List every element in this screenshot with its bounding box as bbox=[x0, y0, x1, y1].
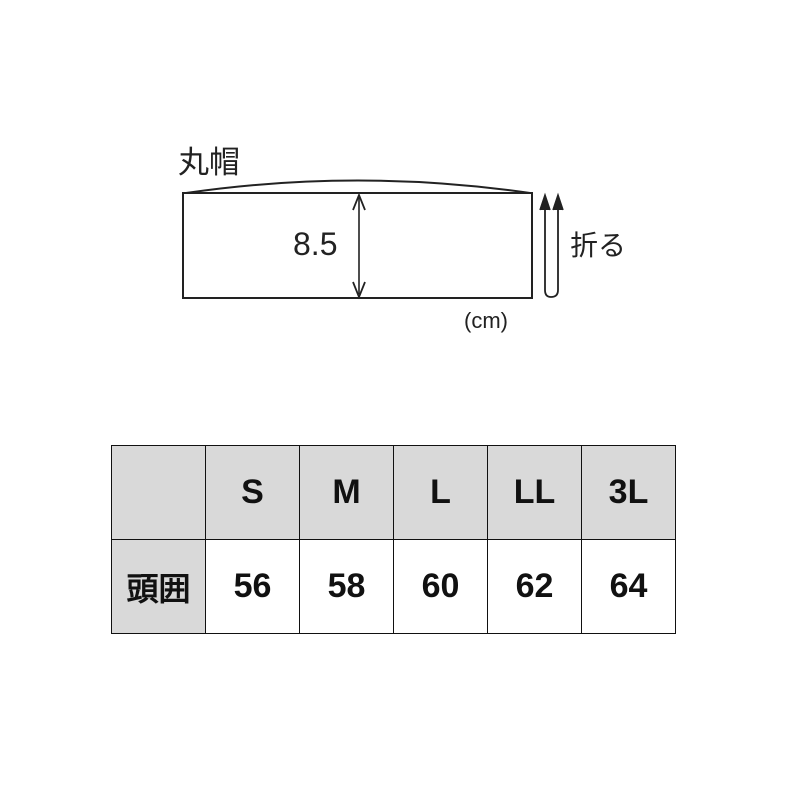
corner-cell bbox=[111, 445, 206, 540]
size-header-row: S M L LL 3L bbox=[111, 445, 676, 540]
size-table: S M L LL 3L 頭囲 56 58 60 62 64 bbox=[111, 445, 676, 634]
height-dimension-label: 8.5 bbox=[293, 226, 338, 262]
fold-arrowhead-right-icon bbox=[552, 192, 564, 211]
hat-diagram: 丸帽 8.5 折る (cm) bbox=[178, 145, 627, 333]
value-3l: 64 bbox=[581, 539, 676, 634]
size-header-m: M bbox=[299, 445, 394, 540]
size-header-l: L bbox=[393, 445, 488, 540]
arrow-up-icon bbox=[352, 192, 366, 211]
fold-label: 折る bbox=[570, 229, 627, 262]
hat-band-rect bbox=[182, 192, 533, 299]
value-ll: 62 bbox=[487, 539, 582, 634]
unit-label: (cm) bbox=[464, 308, 508, 333]
value-l: 60 bbox=[393, 539, 488, 634]
value-m: 58 bbox=[299, 539, 394, 634]
hat-outline-drawing bbox=[182, 179, 564, 300]
size-header-s: S bbox=[205, 445, 300, 540]
size-header-ll: LL bbox=[487, 445, 582, 540]
row-label-head-circumference: 頭囲 bbox=[111, 539, 206, 634]
value-s: 56 bbox=[205, 539, 300, 634]
hat-type-title: 丸帽 bbox=[178, 145, 240, 181]
fold-arrow-icon bbox=[544, 198, 559, 298]
fold-arrowhead-left-icon bbox=[539, 192, 551, 211]
arrow-down-icon bbox=[352, 281, 366, 300]
size-header-3l: 3L bbox=[581, 445, 676, 540]
hat-crown-curve bbox=[185, 179, 531, 194]
table-row: 頭囲 56 58 60 62 64 bbox=[111, 539, 676, 634]
